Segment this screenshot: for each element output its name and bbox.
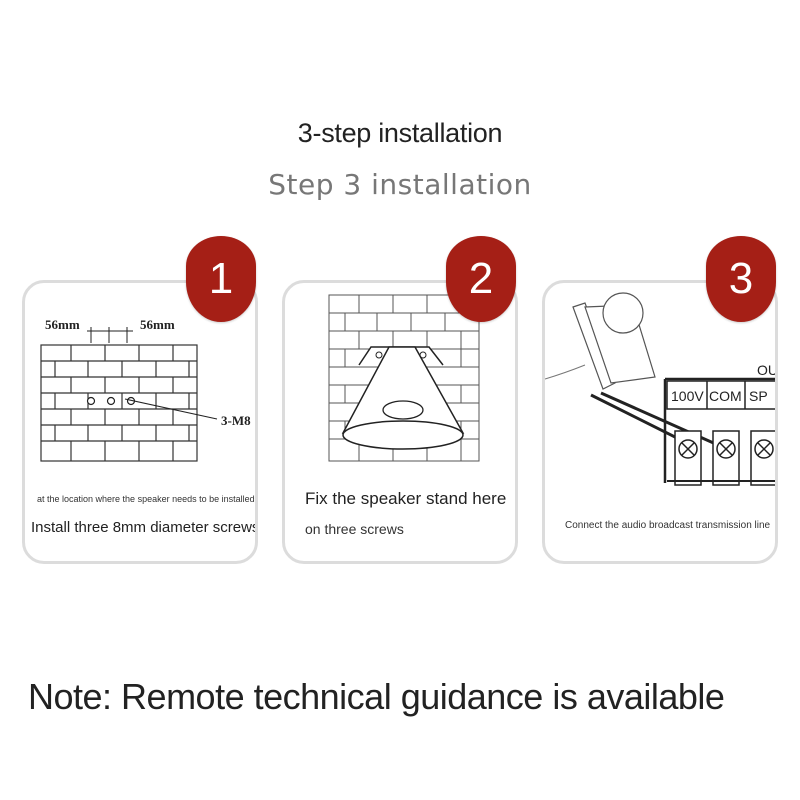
brick-wall — [40, 344, 198, 462]
svg-text:OU: OU — [757, 362, 778, 378]
screw-hole-left — [86, 396, 96, 406]
terminal-sp-label: SP — [749, 388, 768, 404]
step-3-badge: 3 — [706, 236, 776, 322]
step-1-badge: 1 — [186, 236, 256, 322]
right-dimension-label: 56mm — [140, 317, 175, 332]
step-1-note: at the location where the speaker needs … — [37, 494, 255, 504]
left-dimension-label: 56mm — [45, 317, 80, 332]
page-subtitle: Step 3 installation — [268, 168, 532, 201]
step-2-caption: Fix the speaker stand here — [305, 489, 507, 508]
wiring-diagram: OU 100V COM SP — [545, 292, 778, 486]
step-3-caption: Connect the audio broadcast transmission… — [565, 520, 771, 531]
remote-guidance-note: Note: Remote technical guidance is avail… — [28, 676, 725, 717]
terminal-100v-label: 100V — [671, 388, 704, 404]
step-card-3: OU 100V COM SP Connect the audio broadca… — [542, 280, 778, 564]
step-1-caption: Install three 8mm diameter screws — [31, 519, 258, 536]
terminal-screws — [674, 430, 775, 486]
step-card-2: Fix the speaker stand here on three scre… — [282, 280, 518, 564]
step-2-badge: 2 — [446, 236, 516, 322]
speaker-stand-diagram — [328, 294, 480, 462]
screw-label: 3-M8 — [221, 413, 251, 428]
step-card-1: 56mm 56mm — [22, 280, 258, 564]
page-title: 3-step installation — [297, 118, 503, 148]
speaker-icon — [602, 292, 644, 334]
terminal-com-label: COM — [709, 388, 742, 404]
step-2-subcaption: on three screws — [305, 521, 404, 537]
speaker-horn — [341, 346, 465, 434]
screw-hole-center — [106, 396, 116, 406]
wall-drill-diagram: 56mm 56mm — [40, 317, 251, 462]
